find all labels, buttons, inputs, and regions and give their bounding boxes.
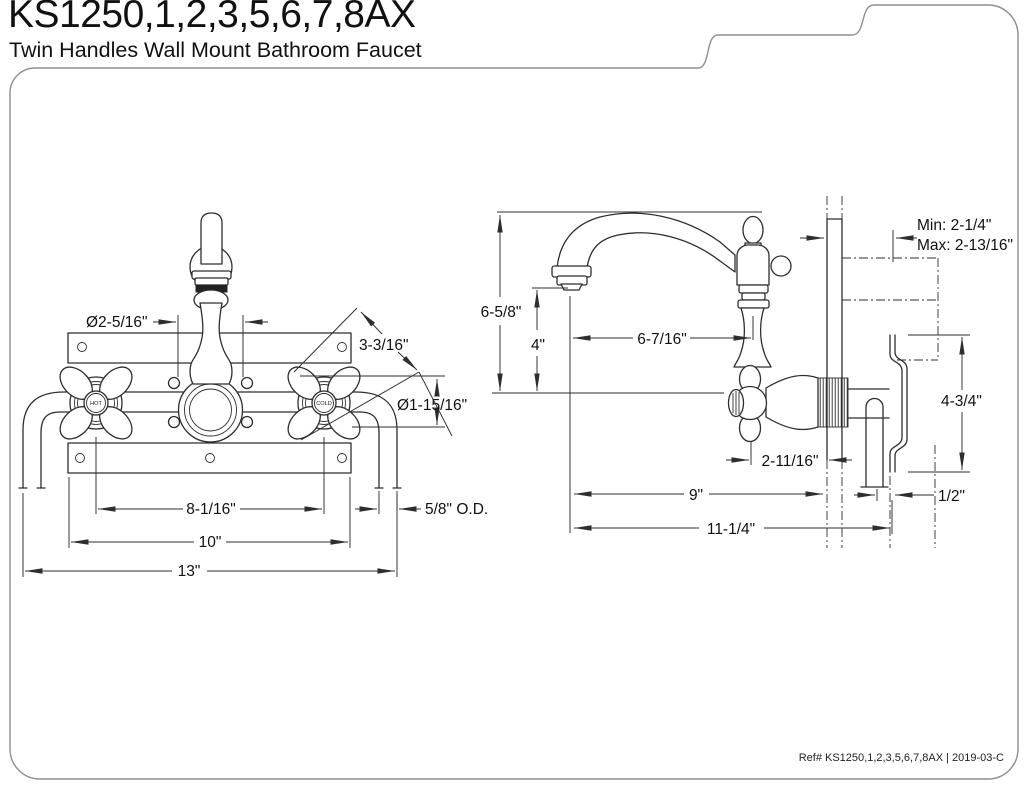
supply-drop-tube	[860, 397, 889, 488]
cover-bracket	[889, 334, 908, 473]
svg-text:Max: 2-13/16": Max: 2-13/16"	[917, 237, 1013, 254]
wall-plate	[826, 218, 843, 461]
cold-handle: COLD	[287, 366, 361, 440]
svg-text:4-3/4": 4-3/4"	[941, 393, 982, 410]
supply-tube-right	[329, 391, 402, 489]
sheet-border	[9, 4, 1019, 780]
page-subtitle: Twin Handles Wall Mount Bathroom Faucet	[9, 38, 422, 62]
svg-text:Ø1-15/16": Ø1-15/16"	[397, 397, 467, 414]
reference-number: Ref# KS1250,1,2,3,5,6,7,8AX | 2019-03-C	[798, 752, 1004, 764]
svg-text:3-3/16": 3-3/16"	[359, 337, 408, 354]
svg-text:Min: 2-1/4": Min: 2-1/4"	[917, 217, 991, 234]
dim-handle-diagonal: 3-3/16"	[293, 307, 453, 441]
svg-text:10": 10"	[199, 534, 222, 551]
hot-handle: HOT	[59, 366, 133, 440]
dim-escutcheon-diameter: Ø2-5/16"	[86, 314, 268, 377]
dim-tube-od: 5/8" O.D.	[355, 491, 488, 518]
svg-text:6-7/16": 6-7/16"	[637, 331, 686, 348]
dim-plate-width: 10"	[68, 477, 351, 551]
dim-wall-thickness: Min: 2-1/4" Max: 2-13/16"	[800, 217, 1013, 262]
dim-supply-offset: 1/2"	[854, 488, 965, 505]
dim-spout-reach: 6-7/16"	[569, 296, 754, 533]
dim-outlet-to-wall: 9"	[574, 487, 823, 504]
supply-tube-left	[18, 391, 91, 489]
front-view: HOT COLD	[18, 212, 488, 580]
dim-overall-depth: 11-1/4"	[574, 500, 893, 538]
dim-handle-to-wall: 2-11/16"	[726, 442, 852, 470]
dim-handle-centers: 8-1/16"	[95, 437, 325, 518]
svg-text:5/8" O.D.: 5/8" O.D.	[425, 501, 488, 518]
dim-cover-height: 4-3/4"	[908, 334, 982, 473]
dim-handle-diameter: Ø1-15/16"	[300, 375, 467, 428]
wall-phantom	[826, 196, 939, 548]
svg-text:6-5/8": 6-5/8"	[481, 304, 522, 321]
spout-front	[189, 212, 233, 311]
dim-overall-height: 6-5/8"	[481, 215, 522, 391]
svg-text:4": 4"	[531, 337, 545, 354]
svg-text:8-1/16": 8-1/16"	[186, 501, 235, 518]
valve-body	[765, 374, 890, 431]
svg-text:11-1/4": 11-1/4"	[707, 521, 755, 538]
svg-text:9": 9"	[689, 487, 703, 504]
cold-label: COLD	[316, 401, 332, 407]
side-handle	[727, 364, 768, 443]
svg-text:1/2": 1/2"	[938, 488, 965, 505]
spout-escutcheon	[167, 302, 254, 443]
mounting-plate-bottom	[67, 442, 352, 474]
side-spout	[551, 212, 792, 368]
page-title: KS1250,1,2,3,5,6,7,8AX	[8, 0, 416, 36]
svg-text:13": 13"	[178, 563, 201, 580]
dim-outlet-height: 4"	[531, 287, 568, 391]
svg-text:Ø2-5/16": Ø2-5/16"	[86, 314, 148, 331]
svg-text:2-11/16": 2-11/16"	[762, 453, 819, 470]
hot-label: HOT	[90, 401, 102, 407]
side-view: 6-5/8" 4" 6-7/16" Mi	[481, 196, 1013, 548]
